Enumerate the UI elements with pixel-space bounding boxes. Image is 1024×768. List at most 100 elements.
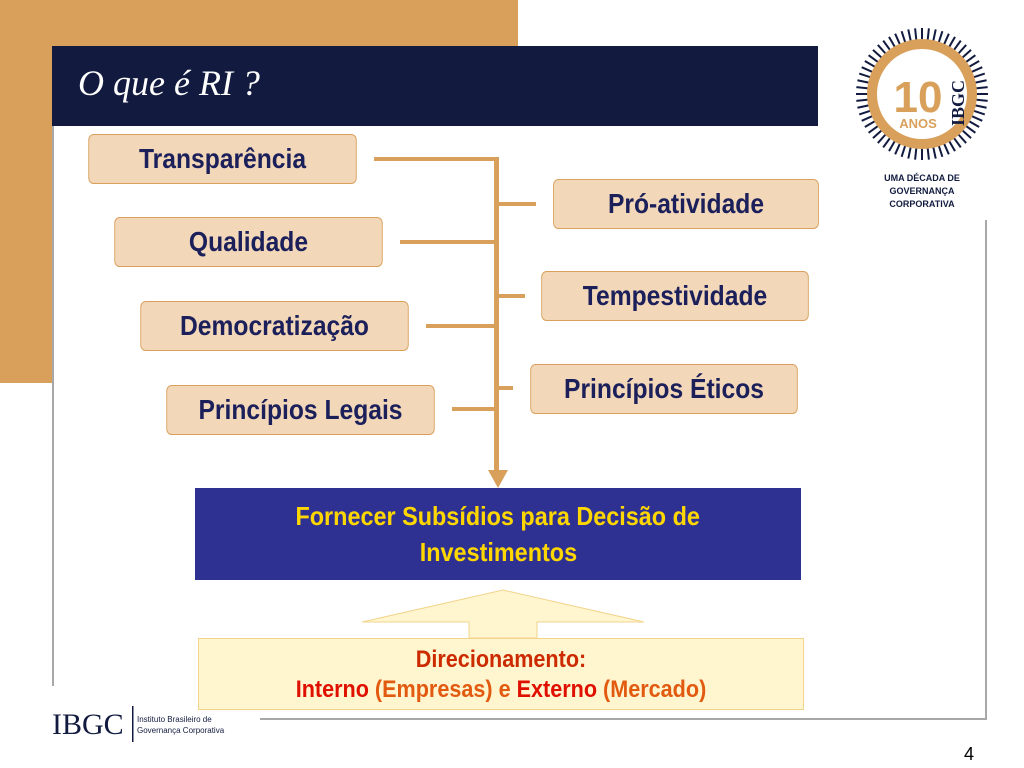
- connector-democratizacao: [426, 324, 499, 328]
- seal-ray: [970, 66, 983, 73]
- seal-ray: [973, 109, 986, 116]
- connector-principios-eticos: [494, 386, 513, 390]
- footer-logo-line-1: Instituto Brasileiro de: [137, 715, 212, 724]
- down-arrow-head: [488, 470, 508, 488]
- seal-ray: [974, 104, 987, 109]
- seal-ray: [864, 120, 876, 128]
- seal-ray: [961, 129, 972, 139]
- seal-ray: [914, 28, 918, 41]
- connector-tempestividade: [494, 294, 525, 298]
- box-qualidade: Qualidade: [114, 217, 383, 267]
- footer-logo-mark: IBGC: [52, 708, 124, 741]
- seal-ray: [965, 124, 976, 134]
- seal-ray: [894, 142, 901, 155]
- seal-number: 10: [894, 73, 943, 122]
- box-principios-eticos: Princípios Éticos: [530, 364, 798, 414]
- box-democratizacao: Democratização: [140, 301, 409, 351]
- connector-trunk: [494, 157, 499, 473]
- seal-ray: [856, 86, 869, 90]
- seal-ray: [943, 33, 950, 46]
- seal-ray: [937, 145, 944, 158]
- slide-title: O que é RI ?: [78, 63, 260, 103]
- seal-ray: [868, 54, 879, 64]
- seal-ray: [914, 147, 918, 160]
- seal-ray: [872, 129, 883, 139]
- seal-ray: [877, 44, 887, 55]
- seal-ray: [973, 72, 986, 79]
- seal-ray: [888, 140, 896, 152]
- seal-ray: [943, 142, 950, 155]
- seal-line-2: GOVERNANÇA: [889, 186, 955, 196]
- ibgc-10-anos-seal: 10 ANOS IBGC UMA DÉCADA DE GOVERNANÇA CO…: [852, 14, 992, 218]
- box-principios-legais: Princípios Legais: [166, 385, 435, 435]
- seal-ray: [926, 28, 930, 41]
- seal-ibgc: IBGC: [948, 80, 968, 126]
- seal-ray: [975, 86, 988, 90]
- connector-qualidade: [400, 240, 499, 244]
- seal-ray: [968, 120, 980, 128]
- seal-ray: [888, 36, 896, 48]
- seal-ray: [872, 49, 883, 59]
- result-box: Fornecer Subsídios para Decisão de Inves…: [195, 488, 801, 580]
- seal-ray: [882, 40, 892, 51]
- seal-ray: [952, 40, 962, 51]
- seal-ray: [961, 49, 972, 59]
- seal-ray: [970, 115, 983, 122]
- box-pro-atividade: Pró-atividade: [553, 179, 819, 229]
- frame-right-border: [985, 220, 987, 720]
- seal-ray: [900, 30, 907, 43]
- seal-ray: [965, 54, 976, 64]
- seal-ray: [957, 133, 967, 144]
- seal-ray: [937, 30, 944, 43]
- seal-ray: [882, 137, 892, 148]
- direction-box: Direcionamento: Interno (Empresas) e Ext…: [198, 638, 804, 710]
- seal-ray: [968, 60, 980, 68]
- seal-ray: [861, 66, 874, 73]
- result-line-2: Investimentos: [419, 537, 577, 567]
- result-line-1: Fornecer Subsídios para Decisão de: [295, 501, 701, 531]
- direction-title: Direcionamento:: [415, 646, 587, 673]
- seal-ray: [975, 98, 988, 102]
- seal-ray: [857, 79, 870, 84]
- direction-e: e: [498, 676, 511, 703]
- footer-logo-line-2: Governança Corporativa: [137, 726, 225, 735]
- seal-ray: [856, 98, 869, 102]
- seal-ray: [877, 133, 887, 144]
- seal-ray: [907, 146, 912, 159]
- box-transparencia: Transparência: [88, 134, 357, 184]
- seal-ray: [952, 137, 962, 148]
- frame-bottom-border: [260, 718, 987, 720]
- seal-ray: [974, 79, 987, 84]
- up-arrow: [362, 589, 644, 638]
- seal-ray: [861, 115, 874, 122]
- box-tempestividade: Tempestividade: [541, 271, 809, 321]
- seal-line-3: CORPORATIVA: [889, 199, 955, 209]
- frame-left-border: [52, 126, 54, 686]
- page-number: 4: [964, 744, 975, 764]
- seal-ray: [858, 109, 871, 116]
- direction-empresas: (Empresas): [374, 676, 493, 703]
- seal-ray: [957, 44, 967, 55]
- ibgc-footer-logo: IBGC Instituto Brasileiro de Governança …: [52, 706, 225, 742]
- seal-ray: [864, 60, 876, 68]
- seal-ray: [948, 140, 956, 152]
- connector-pro-atividade: [494, 202, 536, 206]
- connector-principios-legais: [452, 407, 499, 411]
- connector-transparencia: [374, 157, 499, 161]
- seal-ray: [948, 36, 956, 48]
- seal-line-1: UMA DÉCADA DE: [884, 173, 960, 183]
- direction-externo: Externo: [516, 676, 598, 703]
- seal-ray: [926, 147, 930, 160]
- title-bar: [52, 46, 818, 126]
- seal-ray: [868, 124, 879, 134]
- seal-ray: [900, 145, 907, 158]
- direction-mercado: (Mercado): [603, 676, 707, 703]
- seal-ray: [932, 29, 937, 42]
- seal-ray: [894, 33, 901, 46]
- seal-ray: [907, 29, 912, 42]
- direction-interno: Interno: [295, 676, 369, 703]
- seal-ray: [932, 146, 937, 159]
- seal-anos: ANOS: [899, 116, 937, 131]
- seal-ray: [858, 72, 871, 79]
- seal-ray: [857, 104, 870, 109]
